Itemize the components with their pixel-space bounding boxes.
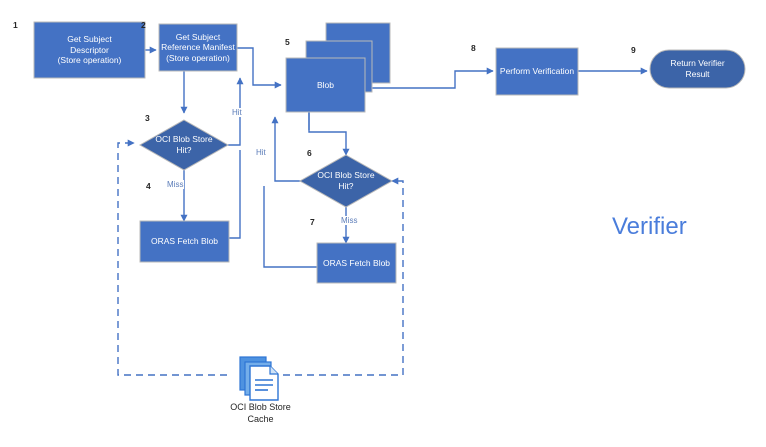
step-number-6: 6 bbox=[307, 148, 312, 158]
node-get-subject-reference-manifest-shape bbox=[158, 23, 238, 72]
connector-cache-to-n6 bbox=[283, 177, 404, 376]
diagram-title: Verifier bbox=[612, 213, 687, 240]
node-return-verifier-result-shape bbox=[649, 49, 746, 89]
connector-n6-hit-blob bbox=[271, 116, 302, 182]
step-number-7: 7 bbox=[310, 217, 315, 227]
connector-blob-n6b bbox=[308, 112, 350, 156]
connector-n7-up bbox=[263, 186, 317, 268]
step-number-3: 3 bbox=[145, 113, 150, 123]
node-oci-blob-store-hit-1-shape bbox=[138, 119, 230, 171]
step-number-4: 4 bbox=[146, 181, 151, 191]
step-number-1: 1 bbox=[13, 20, 18, 30]
connector-n4-up bbox=[229, 150, 241, 239]
step-number-2: 2 bbox=[141, 20, 146, 30]
connector-cache-to-n3 bbox=[117, 139, 227, 376]
node-oras-fetch-blob-1-shape bbox=[139, 220, 230, 263]
edge-label-hit-1: Hit bbox=[231, 108, 243, 117]
documents-stack-icon bbox=[239, 356, 279, 401]
node-blob-stack-front bbox=[285, 57, 366, 113]
step-number-9: 9 bbox=[631, 45, 636, 55]
connector-blob-n8 bbox=[365, 67, 494, 89]
edge-label-miss-2: Miss bbox=[340, 216, 359, 225]
node-oci-blob-store-hit-2-shape bbox=[298, 154, 394, 208]
node-oras-fetch-blob-2-shape bbox=[316, 242, 397, 284]
step-number-5: 5 bbox=[285, 37, 290, 47]
edge-label-miss-1: Miss bbox=[166, 180, 185, 189]
edge-label-hit-2: Hit bbox=[255, 148, 267, 157]
connector-n2-blob bbox=[237, 47, 282, 89]
cache-caption: OCI Blob Store Cache bbox=[230, 402, 291, 424]
node-perform-verification-shape bbox=[495, 47, 579, 96]
step-number-8: 8 bbox=[471, 43, 476, 53]
node-get-subject-descriptor-shape bbox=[33, 21, 146, 79]
connector-n3-hit-n2 bbox=[228, 77, 244, 146]
